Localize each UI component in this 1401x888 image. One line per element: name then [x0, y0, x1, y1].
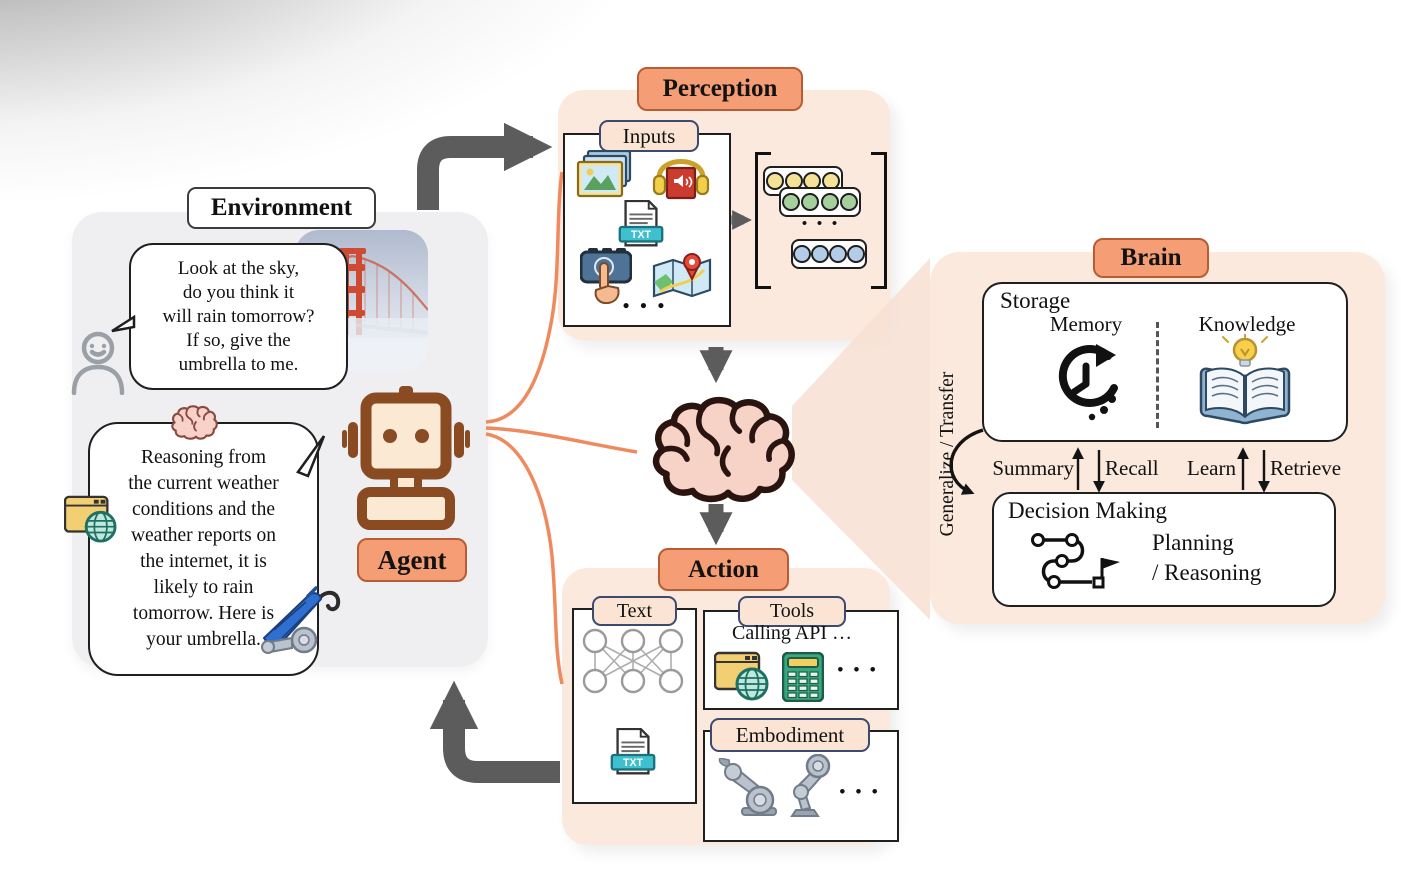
brain-title-text: Brain: [1120, 244, 1182, 271]
environment-title: Environment: [187, 187, 376, 229]
action-title: Action: [658, 548, 789, 591]
planning-label-line1: Planning: [1152, 530, 1234, 555]
agent-bubble-tail: [296, 435, 326, 478]
learn-label: Learn: [1187, 456, 1236, 480]
tools-chip-text: Tools: [769, 600, 815, 622]
arrow-environment-to-perception: [417, 122, 553, 210]
token-row-green: [779, 187, 861, 217]
knowledge-label: Knowledge: [1198, 312, 1296, 336]
generalize-transfer-label: Generalize / Transfer: [937, 371, 958, 537]
agent-robot-icon: [342, 386, 470, 530]
user-bubble-tail: [111, 315, 136, 333]
arrow-generalize-transfer: [949, 428, 984, 495]
calculator-icon: [782, 652, 824, 702]
storage-divider: [1156, 322, 1159, 428]
thinking-brain-icon: [171, 405, 218, 440]
brain-zoom-cone: [792, 258, 930, 620]
user-speech-text: Look at the sky, do you think it will ra…: [162, 257, 315, 375]
txt-badge-text-2: TXT: [623, 757, 644, 769]
web-browser-icon: [64, 495, 117, 543]
api-browser-icon: [714, 651, 769, 701]
txt-badge-text: TXT: [631, 229, 652, 241]
wire-agent-to-brain: [485, 426, 638, 454]
token-bracket-left: [755, 152, 771, 289]
images-input-icon: [576, 150, 632, 198]
touch-input-icon: [580, 248, 632, 304]
memory-icon: [1058, 344, 1118, 421]
embodiment-ellipsis: • • •: [839, 782, 881, 801]
perception-title: Perception: [637, 67, 803, 111]
environment-title-text: Environment: [210, 194, 353, 221]
umbrella-gripper-icon: [261, 586, 341, 654]
summary-label: Summary: [992, 456, 1074, 480]
memory-label: Memory: [1049, 312, 1123, 336]
agent-title: Agent: [357, 538, 467, 582]
audio-input-icon: [652, 159, 710, 200]
text-input-icon: TXT: [618, 200, 664, 247]
token-ellipsis: • • •: [801, 216, 841, 232]
wire-agent-to-action: [485, 432, 564, 685]
action-title-text: Action: [688, 555, 759, 583]
token-row-blue: [791, 239, 867, 269]
retrieve-label: Retrieve: [1270, 456, 1342, 480]
text-file-icon: TXT: [610, 728, 656, 775]
planning-label-line2: / Reasoning: [1152, 560, 1262, 585]
inputs-ellipsis: • • •: [622, 296, 668, 317]
token-bracket-right: [871, 152, 887, 289]
recall-label: Recall: [1105, 456, 1159, 480]
storage-label: Storage: [1000, 288, 1071, 313]
wire-agent-to-perception: [485, 171, 564, 424]
text-chip: Text: [592, 596, 677, 626]
text-chip-text: Text: [616, 599, 653, 622]
central-brain-icon: [652, 396, 795, 503]
embodiment-chip: Embodiment: [710, 718, 870, 752]
neural-network-icon: [582, 628, 684, 694]
agent-title-text: Agent: [377, 544, 447, 575]
planning-route-icon: [1031, 533, 1120, 589]
perception-title-text: Perception: [662, 75, 778, 102]
embodiment-chip-text: Embodiment: [735, 722, 845, 747]
robot-arm-icon: [718, 758, 777, 816]
map-input-icon: [652, 253, 712, 298]
inputs-chip-text: Inputs: [622, 123, 676, 148]
decision-making-box: [992, 492, 1336, 607]
tools-chip: Tools: [738, 596, 846, 627]
arrow-action-to-environment: [429, 680, 560, 783]
robot-leg-icon: [790, 754, 831, 817]
tools-caption: Calling API …: [731, 622, 852, 644]
agent-speech-text: Reasoning from the current weather condi…: [128, 447, 279, 650]
decision-making-label: Decision Making: [1008, 498, 1168, 523]
inputs-chip: Inputs: [599, 120, 699, 152]
brain-title: Brain: [1093, 238, 1209, 278]
knowledge-icon: [1199, 334, 1291, 425]
user-speech-bubble: Look at the sky, do you think it will ra…: [129, 243, 348, 390]
user-person-icon: [71, 331, 125, 395]
tools-ellipsis: • • •: [837, 660, 879, 679]
